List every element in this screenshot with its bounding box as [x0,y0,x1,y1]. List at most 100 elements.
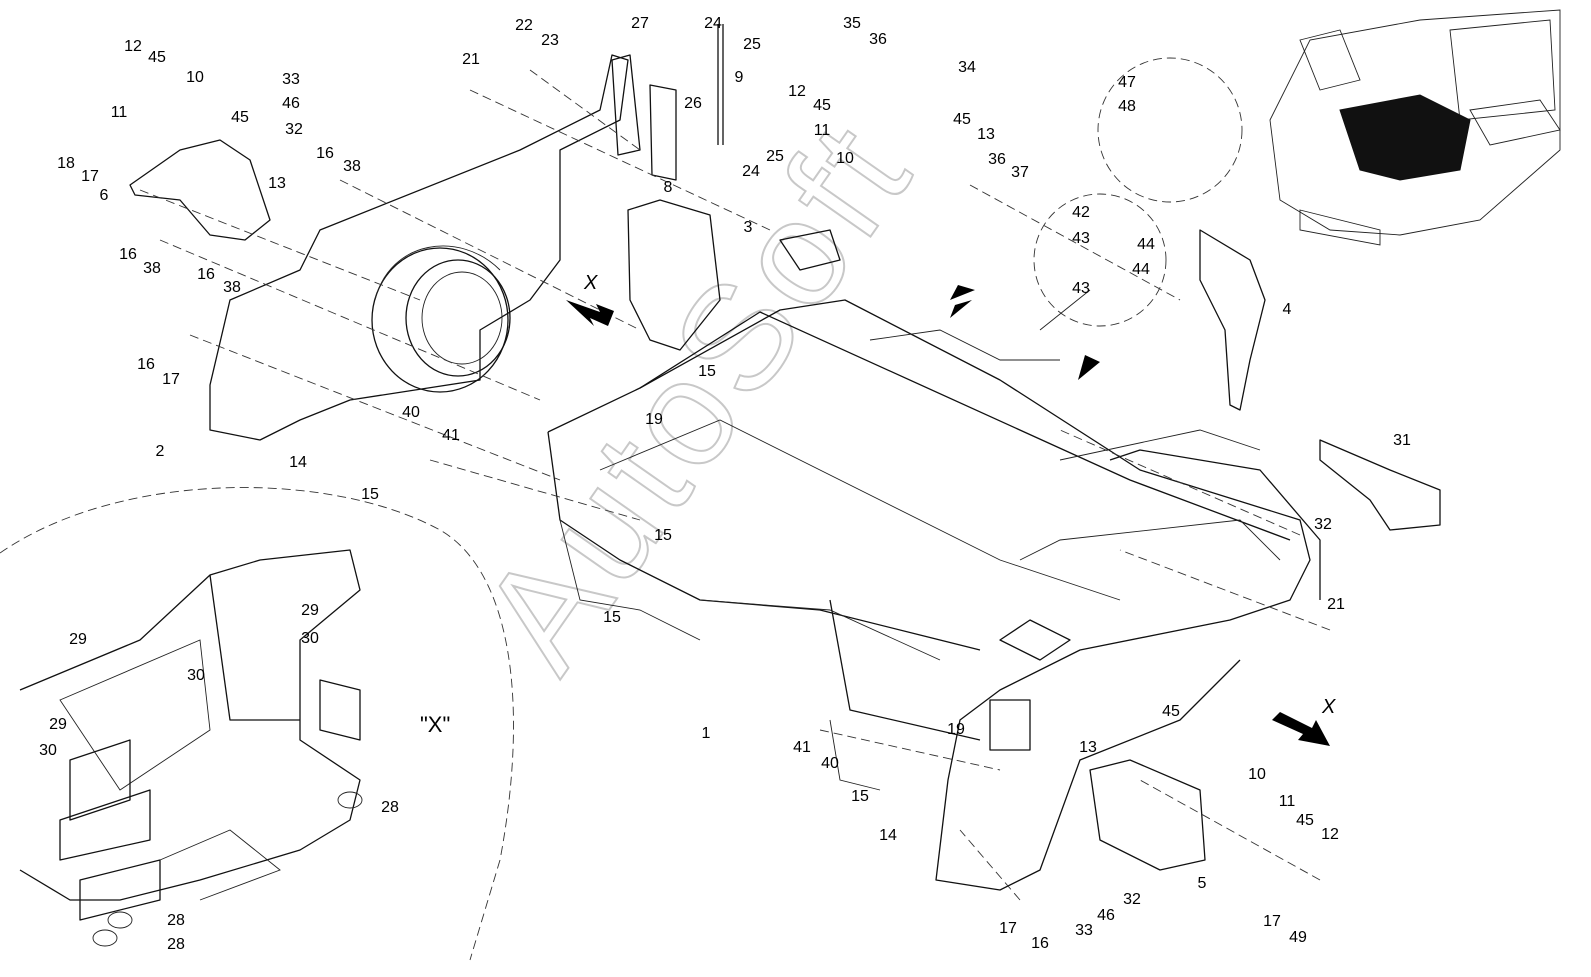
view-marker-x: X [1321,696,1336,718]
part-number-label: 33 [282,71,300,88]
part-number-label: 43 [1072,230,1090,247]
part-number-label: 28 [167,936,185,953]
view-marker-x: X [583,272,598,294]
right-cover-plate [1199,229,1266,411]
part-number-label: 33 [1075,922,1093,939]
part-number-label: 45 [1296,812,1314,829]
part-number-label: 44 [1137,236,1155,253]
part-number-label: 1 [702,725,711,742]
part-number-label: 12 [1321,826,1339,843]
part-number-label: 30 [301,630,319,647]
part-number-label: 16 [119,246,137,263]
pointer-arrow [950,300,972,318]
part-number-label: 6 [100,187,109,204]
part-number-label: 11 [111,104,128,121]
pointer-arrow [950,285,975,300]
part-number-label: 24 [704,15,722,32]
part-number-label: 40 [402,404,420,421]
detail-view-label: "X" [420,712,450,737]
part-number-label: 24 [742,163,760,180]
part-number-label: 17 [162,371,180,388]
part-number-label: 12 [124,38,142,55]
part-number-label: 43 [1072,280,1090,297]
part-number-label: 36 [869,31,887,48]
part-number-label: 10 [1248,766,1266,783]
part-number-label: 25 [743,36,761,53]
part-number-label: 31 [1393,432,1411,449]
detail-circle-upper [1097,57,1243,203]
part-number-label: 19 [645,411,663,428]
part-number-label: 21 [462,51,480,68]
detail-circle-mid [1033,193,1167,327]
view-arrow-left [566,300,614,326]
part-number-label: 45 [813,97,831,114]
part-number-label: 10 [836,150,854,167]
part-number-label: 3 [744,219,753,236]
part-number-label: 38 [343,158,361,175]
part-number-label: 28 [167,912,185,929]
part-number-label: 41 [442,427,460,444]
part-number-label: 10 [186,69,204,86]
view-arrow-right [1272,712,1330,746]
part-number-label: 23 [541,32,559,49]
part-number-label: 48 [1118,98,1136,115]
part-number-label: 32 [1314,516,1332,533]
part-number-label: 17 [1263,913,1281,930]
rear-support-bracket [1319,439,1441,531]
detail-view-x: "X" [0,487,514,961]
part-number-label: 32 [285,121,303,138]
watermark: AutoSoft [449,91,944,698]
upper-left-bracket [129,139,271,241]
part-number-label: 15 [654,527,672,544]
part-number-label: 45 [953,111,971,128]
part-number-label: 17 [999,920,1017,937]
part-number-label: 36 [988,151,1006,168]
lower-bracket [1089,759,1206,871]
part-number-label: 40 [821,755,839,772]
part-number-label: 28 [381,799,399,816]
part-number-label: 13 [977,126,995,143]
pointer-arrow [1078,355,1100,380]
part-number-label: 16 [137,356,155,373]
part-number-label: 47 [1118,74,1136,91]
part-number-label: 29 [301,602,319,619]
part-number-label: 2 [156,443,165,460]
part-number-label: 25 [766,148,784,165]
part-number-label: 46 [282,95,300,112]
machine-overview-thumbnail [1269,9,1561,246]
part-number-label: 13 [1079,739,1097,756]
part-number-label: 15 [851,788,869,805]
part-number-label: 15 [603,609,621,626]
part-number-label: 49 [1289,929,1307,946]
side-cover-plate [627,199,721,351]
part-number-label: 42 [1072,204,1090,221]
part-number-label: 21 [1327,596,1345,613]
part-number-label: 30 [39,742,57,759]
part-number-label: 46 [1097,907,1115,924]
part-number-label: 9 [735,69,744,86]
part-number-label: 15 [361,486,379,503]
part-number-label: 5 [1198,875,1207,892]
part-number-label: 35 [843,15,861,32]
part-number-label: 45 [1162,703,1180,720]
part-number-label: 30 [187,667,205,684]
part-number-label: 11 [814,122,831,139]
part-number-label: 22 [515,17,533,34]
part-number-label: 16 [316,145,334,162]
part-number-label: 4 [1283,301,1292,318]
part-number-label: 16 [197,266,215,283]
part-number-label: 27 [631,15,649,32]
assembly-lines [139,69,1331,901]
part-number-label: 14 [879,827,897,844]
part-number-label: 38 [223,279,241,296]
part-number-label: 11 [1279,793,1296,810]
part-number-label: 12 [788,83,806,100]
part-number-label: 29 [69,631,87,648]
part-number-label: 13 [268,175,286,192]
part-number-label: 26 [684,95,702,112]
part-number-label: 17 [81,168,99,185]
part-number-label: 32 [1123,891,1141,908]
main-frame [547,229,1321,891]
